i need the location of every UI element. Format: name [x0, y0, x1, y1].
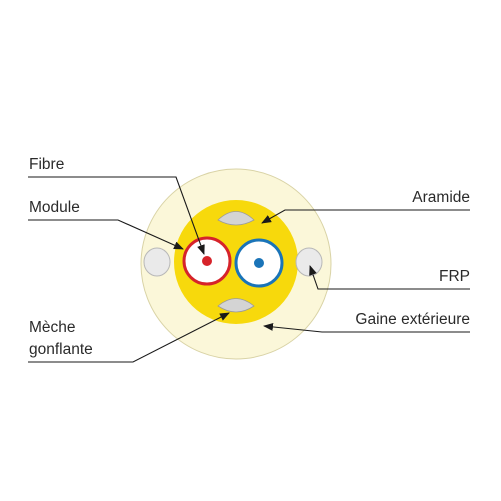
swelling-yarn-top — [217, 211, 255, 226]
swelling-yarn-bottom — [217, 298, 255, 313]
aramide-leader — [261, 209, 470, 224]
label-aramide: Aramide — [412, 189, 470, 206]
label-fibre: Fibre — [29, 156, 64, 173]
fiber-blue — [254, 258, 264, 268]
label-gaine: Gaine extérieure — [355, 311, 470, 328]
fibre-leader — [28, 176, 205, 255]
labels: Fibre Module Aramide FRP Gaine extérieur… — [29, 156, 470, 358]
meche-leader — [28, 312, 230, 363]
cable-cross-section — [140, 168, 332, 360]
module-leader — [28, 219, 184, 250]
leader-lines — [28, 176, 470, 363]
label-meche-line1: Mèche — [29, 319, 76, 336]
label-meche-line2: gonflante — [29, 341, 93, 358]
frp-rod-left — [143, 247, 171, 277]
label-module: Module — [29, 199, 80, 216]
label-frp: FRP — [439, 268, 470, 285]
frp-leader — [309, 265, 470, 290]
frp-rod-right — [295, 247, 323, 277]
gaine-leader — [263, 322, 470, 333]
fiber-red — [202, 256, 212, 266]
